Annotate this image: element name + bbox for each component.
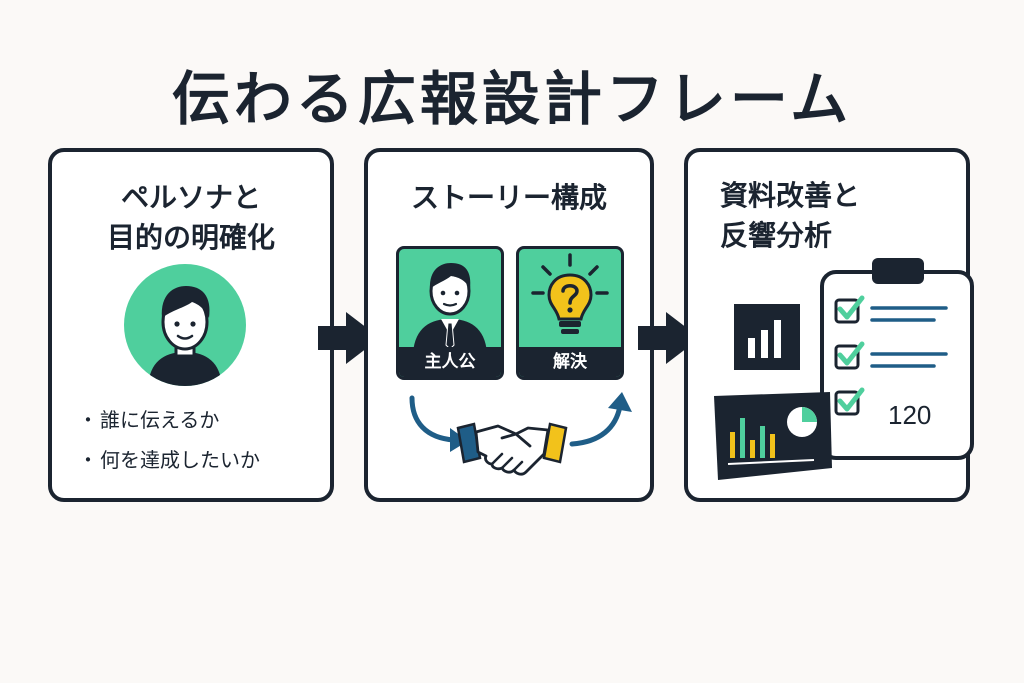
- card-title-line: ペルソナと: [120, 181, 261, 214]
- card-story: ストーリー構成 主人公: [364, 148, 654, 502]
- tile-protagonist: 主人公: [396, 246, 504, 380]
- card-story-title: ストーリー構成: [368, 178, 650, 218]
- tile-solution: 解決: [516, 246, 624, 380]
- arrow-right-icon: [318, 312, 380, 364]
- list-item-text: 誰に伝えるか: [100, 408, 220, 432]
- card-title-line: ストーリー構成: [410, 181, 607, 214]
- card-persona-title: ペルソナと 目的の明確化: [52, 178, 330, 258]
- card-analysis-title: 資料改善と 反響分析: [720, 176, 860, 256]
- list-item: ・誰に伝えるか: [78, 408, 220, 432]
- handshake-icon: [456, 422, 568, 476]
- tile-label: 解決: [519, 347, 621, 377]
- card-title-line: 目的の明確化: [106, 221, 275, 254]
- list-item-text: 何を達成したいか: [100, 448, 260, 472]
- card-title-line: 反響分析: [720, 219, 833, 252]
- checklist-clipboard-icon: [820, 258, 974, 460]
- person-avatar-icon: [124, 264, 246, 386]
- lightbulb-question-icon: [531, 253, 609, 334]
- list-item: ・何を達成したいか: [78, 448, 260, 472]
- tile-label: 主人公: [399, 347, 501, 377]
- bullet-list: ・誰に伝えるか ・何を達成したいか: [78, 400, 260, 480]
- card-title-line: 資料改善と: [720, 179, 861, 212]
- dashboard-chart-icon: [714, 392, 832, 480]
- clipboard-number: 120: [888, 400, 932, 430]
- bar-chart-icon: [734, 304, 800, 370]
- curved-arrow-icon: [569, 392, 632, 447]
- card-persona: ペルソナと 目的の明確化 ・誰に伝えるか ・何を達成したいか: [48, 148, 334, 502]
- page-title: 伝わる広報設計フレーム: [171, 65, 853, 133]
- businessman-icon: [413, 263, 487, 353]
- card-analysis: 資料改善と 反響分析 120: [684, 148, 974, 502]
- arrow-right-icon: [638, 312, 700, 364]
